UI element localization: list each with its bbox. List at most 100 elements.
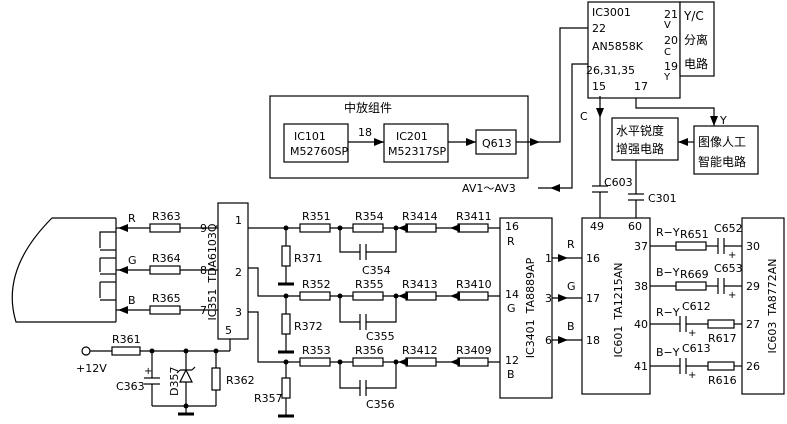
crt-neck	[99, 231, 116, 301]
yc-separator-box	[679, 1, 715, 77]
arrow-icon	[450, 358, 460, 366]
yc-y: Y	[663, 72, 671, 83]
ic3001-box	[587, 1, 681, 99]
label-by1: B−Y	[656, 266, 680, 279]
resistor-r361	[111, 346, 141, 356]
label-r3412: R3412	[402, 344, 438, 357]
ic603-name: IC603TA8772AN	[766, 258, 779, 353]
ic601-name: IC601TA1215AN	[612, 262, 625, 357]
ic601-pin49: 49	[590, 220, 604, 233]
label-c603: C603	[604, 176, 633, 189]
ic351-box	[217, 202, 249, 340]
pin-18: 18	[358, 126, 372, 139]
resistor-r352	[299, 291, 331, 301]
resistor-r3409	[457, 357, 489, 367]
ic601-pin41: 41	[634, 360, 648, 373]
resistor-r3412	[405, 357, 437, 367]
arrow-icon	[374, 138, 384, 146]
ic603-pin30: 30	[746, 240, 760, 253]
label-c: C	[580, 110, 588, 123]
ic3401-name: IC3401TA8889AP	[524, 257, 537, 358]
label-d357: D357	[168, 367, 181, 396]
label-plus: +	[728, 290, 736, 301]
ic603-pin29: 29	[746, 280, 760, 293]
ic201-part: M52317SP	[388, 145, 446, 158]
resistor-r3414	[405, 223, 437, 233]
q613-name: Q613	[482, 137, 512, 150]
ic351-pin9: 9	[200, 222, 207, 235]
label-c652: C652	[714, 222, 743, 235]
yc-line2: 分离	[684, 32, 708, 47]
arrow-icon	[450, 224, 460, 232]
arrow-icon	[118, 306, 128, 314]
resistor-r351	[299, 223, 331, 233]
resistor-r617	[707, 319, 735, 329]
resistor-r355	[352, 291, 384, 301]
ic201-box	[383, 123, 449, 163]
ic3401-pin14: 14	[505, 288, 519, 301]
label-r3411: R3411	[456, 210, 492, 223]
label-r617: R617	[708, 332, 737, 345]
ic3001-part: AN5858K	[592, 40, 644, 53]
power-terminal	[81, 346, 91, 356]
label-plus: +	[728, 250, 736, 261]
label-r616: R616	[708, 374, 737, 387]
sharpness-line2: 增强电路	[616, 141, 664, 156]
ic603-pin26: 26	[746, 360, 760, 373]
ic3401-g: G	[507, 302, 516, 315]
label-c612: C612	[682, 300, 711, 313]
ic603-pin27: 27	[746, 318, 760, 331]
resistor-r357	[281, 377, 291, 399]
label-y: Y	[719, 114, 727, 127]
label-c301: C301	[648, 192, 677, 205]
label-r362: R362	[226, 374, 255, 387]
label-r371: R371	[294, 252, 323, 265]
label-c355: C355	[366, 330, 395, 343]
yc-c: C	[664, 47, 671, 58]
arrow-icon	[466, 138, 476, 146]
ic3001-pin17: 17	[634, 80, 648, 93]
sharpness-line1: 水平锐度	[616, 123, 664, 138]
label-av: AV1～AV3	[462, 182, 516, 195]
label-r: R	[128, 212, 136, 225]
ic603-box	[741, 217, 785, 395]
resistor-r669	[675, 281, 707, 291]
label-r352: R352	[302, 278, 331, 291]
ic3001-name: IC3001	[592, 6, 631, 19]
ic3401-b: B	[507, 368, 515, 381]
label-r3414: R3414	[402, 210, 438, 223]
label-r356: R356	[355, 344, 384, 357]
sharpness-circuit-box	[611, 117, 679, 161]
ic101-name: IC101	[294, 130, 326, 143]
yc-line3: 电路	[684, 56, 708, 71]
ic3001-pin21: 21	[664, 8, 678, 21]
label-r364: R364	[152, 252, 181, 265]
ic201-name: IC201	[396, 130, 428, 143]
ic601-pin18: 18	[586, 334, 600, 347]
ic351-pin8: 8	[200, 264, 207, 277]
ai-line2: 智能电路	[698, 154, 746, 169]
label-c354: C354	[362, 264, 391, 277]
if-group-title: 中放组件	[344, 100, 392, 115]
ic351-pin2: 2	[235, 266, 242, 279]
resistor-r3411	[457, 223, 489, 233]
ic101-box	[283, 123, 349, 163]
arrow-icon	[398, 358, 408, 366]
label-r669: R669	[680, 268, 709, 281]
ic3401-pin16: 16	[505, 220, 519, 233]
resistor-r363	[149, 223, 181, 233]
ic601-pin37: 37	[634, 240, 648, 253]
yc-v: V	[664, 20, 671, 31]
label-c356: C356	[366, 398, 395, 411]
arrow-icon	[398, 224, 408, 232]
resistor-r3410	[457, 291, 489, 301]
zener-diode-icon	[179, 368, 193, 383]
arrow-icon	[596, 108, 604, 118]
label-by2: B−Y	[656, 346, 680, 359]
label-ry1: R−Y	[656, 226, 680, 239]
label-r3410: R3410	[456, 278, 492, 291]
ic3001-pin20: 20	[664, 34, 678, 47]
arrow-icon	[118, 224, 128, 232]
